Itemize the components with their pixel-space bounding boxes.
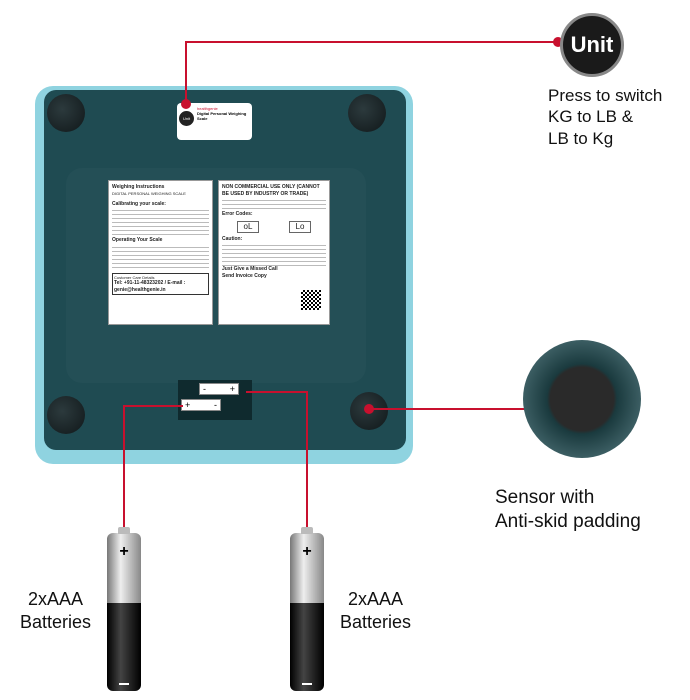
aaa-battery: + <box>290 527 324 693</box>
pointer-dot <box>364 404 374 414</box>
contact: Tel: +91-11-48323202 / E-mail : genie@he… <box>114 280 186 293</box>
text-lines <box>222 197 326 211</box>
brand: healthgenie <box>197 106 218 111</box>
pointer-line <box>123 405 125 530</box>
sheet-title: Weighing Instructions <box>112 184 165 190</box>
sheet-heading: Error Codes: <box>222 211 253 217</box>
label-title: Digital Personal Weighing Scale <box>197 111 247 121</box>
care: Customer Care Details <box>114 274 155 280</box>
battery-slot: -+ <box>199 383 239 395</box>
sheet-heading: Operating Your Scale <box>112 237 163 244</box>
unit-button-small[interactable]: Unit <box>179 111 194 126</box>
foot-top-right <box>348 94 386 132</box>
missed-call: Just Give a Missed Call <box>222 266 278 273</box>
code-lo: Lo <box>288 220 312 233</box>
sheet-title: NON COMMERCIAL USE ONLY (CANNOT BE USED … <box>222 184 320 197</box>
text-lines <box>112 243 209 270</box>
pointer-line <box>246 391 308 393</box>
invoice: Send Invoice Copy <box>222 272 267 279</box>
pointer-line <box>306 391 308 531</box>
instruction-sheet-right: NON COMMERCIAL USE ONLY (CANNOT BE USED … <box>218 180 330 325</box>
text-lines <box>222 242 326 267</box>
foot-bottom-left <box>47 396 85 434</box>
sheet-subtitle: DIGITAL PERSONAL WEIGHING SCALE <box>112 190 186 196</box>
pointer-line <box>368 408 533 410</box>
battery-slot: +- <box>181 399 221 411</box>
unit-button[interactable]: Unit <box>560 13 624 77</box>
code-ol: oL <box>236 220 260 233</box>
scale-label: Unit healthgenie Digital Personal Weighi… <box>177 103 252 140</box>
aaa-battery: + <box>107 527 141 693</box>
qr-code <box>301 290 321 310</box>
foot-top-left <box>47 94 85 132</box>
sensor-pad <box>523 340 641 458</box>
pointer-line <box>185 41 558 43</box>
sheet-heading: Calibrating your scale: <box>112 200 166 207</box>
pointer-line <box>123 405 183 407</box>
pointer-dot <box>181 99 191 109</box>
pointer-dot <box>553 37 563 47</box>
pointer-line <box>185 42 187 104</box>
battery-compartment: -+ +- <box>178 380 252 420</box>
instruction-sheet-left: Weighing Instructions DIGITAL PERSONAL W… <box>108 180 213 325</box>
sheet-heading: Caution: <box>222 235 243 242</box>
text-lines <box>112 207 209 238</box>
